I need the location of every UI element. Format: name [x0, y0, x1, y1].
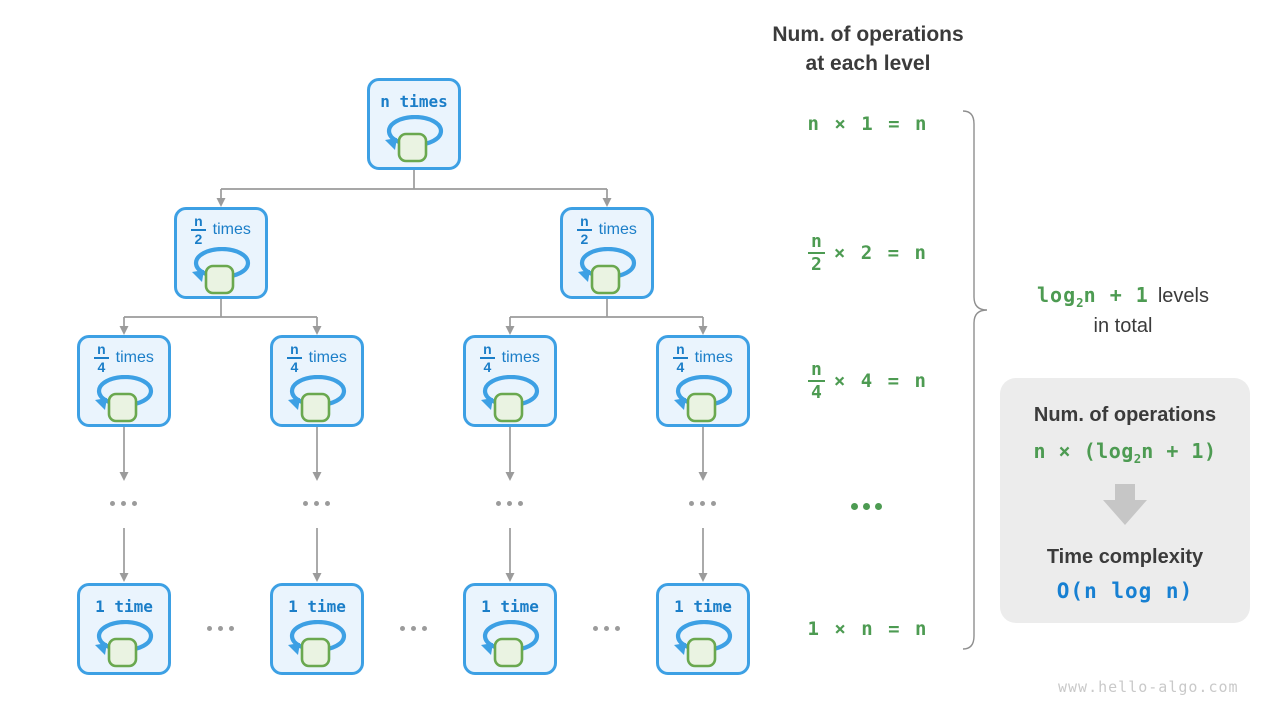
- loop-icon: [674, 619, 733, 668]
- node-label: 1 time: [481, 597, 539, 616]
- operation-unit-icon: [686, 392, 717, 423]
- loop-arrowhead-icon: [674, 398, 686, 410]
- operations-column-header: Num. of operations at each level: [744, 20, 992, 78]
- ellipsis-dots: [496, 501, 523, 506]
- loop-arrowhead-icon: [192, 270, 204, 282]
- ellipsis-dots: [110, 501, 137, 506]
- operation-unit-icon: [204, 264, 235, 295]
- ellipsis-dots: [400, 626, 427, 631]
- total-levels-label: log2n + 1 levels in total: [1037, 283, 1209, 337]
- header-line2: at each level: [805, 52, 931, 75]
- loop-icon: [674, 374, 733, 423]
- loop-icon-slot: [189, 246, 253, 295]
- loop-icon: [481, 374, 540, 423]
- loop-arrowhead-icon: [481, 643, 493, 655]
- panel-title-operations: Num. of operations: [1033, 404, 1217, 426]
- tree-node-l4-c3: 1 time: [463, 583, 557, 675]
- loop-arrowhead-icon: [481, 398, 493, 410]
- node-label: 1 time: [674, 597, 732, 616]
- loop-icon-slot: [382, 114, 446, 163]
- operation-unit-icon: [107, 637, 138, 668]
- header-line1: Num. of operations: [772, 23, 964, 46]
- site-watermark: www.hello-algo.com: [1058, 678, 1239, 696]
- loop-icon: [385, 114, 444, 163]
- loop-icon-slot: [671, 374, 735, 423]
- loop-arrowhead-icon: [95, 643, 107, 655]
- node-label: 1 time: [95, 597, 153, 616]
- loop-arrowhead-icon: [288, 398, 300, 410]
- loop-arrowhead-icon: [674, 643, 686, 655]
- down-arrow-icon: [1102, 484, 1148, 526]
- loop-icon: [578, 246, 637, 295]
- ellipsis-dots: [593, 626, 620, 631]
- loop-arrowhead-icon: [95, 398, 107, 410]
- time-complexity-expression: O(n log n): [1056, 579, 1194, 603]
- loop-arrowhead-icon: [385, 138, 397, 150]
- level-formula-last: 1 × n = n: [807, 618, 929, 640]
- loop-icon-slot: [285, 374, 349, 423]
- total-operations-expression: n × (log2n + 1): [1033, 439, 1217, 466]
- operation-unit-icon: [107, 392, 138, 423]
- loop-arrowhead-icon: [288, 643, 300, 655]
- loop-icon: [95, 619, 154, 668]
- loop-icon-slot: [92, 619, 156, 668]
- node-label: 1 time: [288, 597, 346, 616]
- operation-unit-icon: [590, 264, 621, 295]
- ellipsis-dots: [303, 501, 330, 506]
- loop-icon-slot: [92, 374, 156, 423]
- loop-icon-slot: [671, 619, 735, 668]
- loop-icon-slot: [478, 374, 542, 423]
- loop-icon-slot: [478, 619, 542, 668]
- operation-unit-icon: [686, 637, 717, 668]
- ellipsis-dots: [851, 503, 882, 510]
- log-levels-expression: log2n + 1: [1037, 283, 1149, 310]
- ellipsis-dots: [207, 626, 234, 631]
- summary-panel: Num. of operations n × (log2n + 1) Time …: [1000, 378, 1250, 623]
- tree-node-l4-c2: 1 time: [270, 583, 364, 675]
- tree-node-l4-c1: 1 time: [77, 583, 171, 675]
- loop-icon: [95, 374, 154, 423]
- operation-unit-icon: [493, 392, 524, 423]
- loop-icon: [192, 246, 251, 295]
- tree-node-l4-c4: 1 time: [656, 583, 750, 675]
- loop-icon: [481, 619, 540, 668]
- loop-icon-slot: [575, 246, 639, 295]
- operation-unit-icon: [397, 132, 428, 163]
- operation-unit-icon: [493, 637, 524, 668]
- operation-unit-icon: [300, 637, 331, 668]
- panel-title-complexity: Time complexity: [1046, 546, 1204, 568]
- loop-icon: [288, 619, 347, 668]
- level-formula-1: n × 1 = n: [807, 113, 929, 135]
- loop-icon-slot: [285, 619, 349, 668]
- loop-arrowhead-icon: [578, 270, 590, 282]
- ellipsis-dots: [689, 501, 716, 506]
- operation-unit-icon: [300, 392, 331, 423]
- node-label: n times: [380, 92, 448, 111]
- tree-node-root: n times: [367, 78, 461, 170]
- loop-icon: [288, 374, 347, 423]
